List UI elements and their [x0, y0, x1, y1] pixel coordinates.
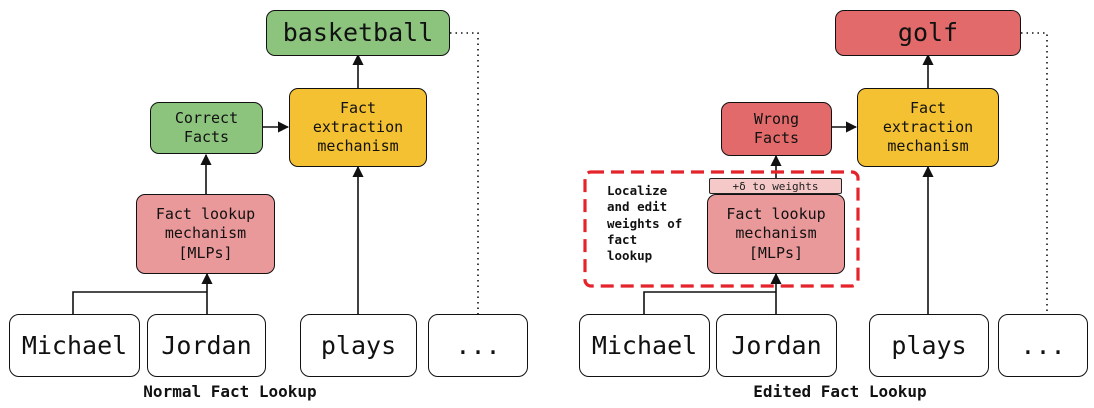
- token-ellipsis: ...: [428, 314, 528, 377]
- output-golf: golf: [835, 10, 1021, 56]
- wrong-facts-box: Wrong Facts: [721, 102, 832, 156]
- fact-extraction-box: Fact extraction mechanism: [289, 88, 427, 167]
- token-plays-edited: plays: [869, 314, 989, 377]
- token-michael-edited: Michael: [579, 314, 710, 377]
- token-ellipsis-edited: ...: [998, 314, 1088, 377]
- token-jordan: Jordan: [147, 314, 266, 377]
- ellipsis-dotted-line: [450, 32, 479, 314]
- delta-weights-label: +δ to weights: [709, 178, 842, 194]
- token-jordan-edited: Jordan: [716, 314, 837, 377]
- ellipsis-dotted-line-edited: [1021, 32, 1048, 314]
- localize-edit-note: Localize and edit weights of fact lookup: [607, 183, 683, 263]
- token-michael: Michael: [9, 314, 140, 377]
- caption-normal: Normal Fact Lookup: [143, 382, 317, 401]
- fact-extraction-box-edited: Fact extraction mechanism: [857, 88, 999, 167]
- michael-to-lookup-line: [72, 291, 207, 314]
- fact-lookup-box: Fact lookup mechanism [MLPs]: [136, 194, 275, 274]
- output-basketball: basketball: [266, 10, 450, 56]
- michael-to-lookup-line-edited: [643, 291, 776, 314]
- token-plays: plays: [300, 314, 417, 377]
- edit-region-outline: [583, 170, 860, 288]
- caption-edited: Edited Fact Lookup: [753, 382, 927, 401]
- correct-facts-box: Correct Facts: [150, 102, 263, 154]
- fact-lookup-box-edited: Fact lookup mechanism [MLPs]: [707, 194, 845, 274]
